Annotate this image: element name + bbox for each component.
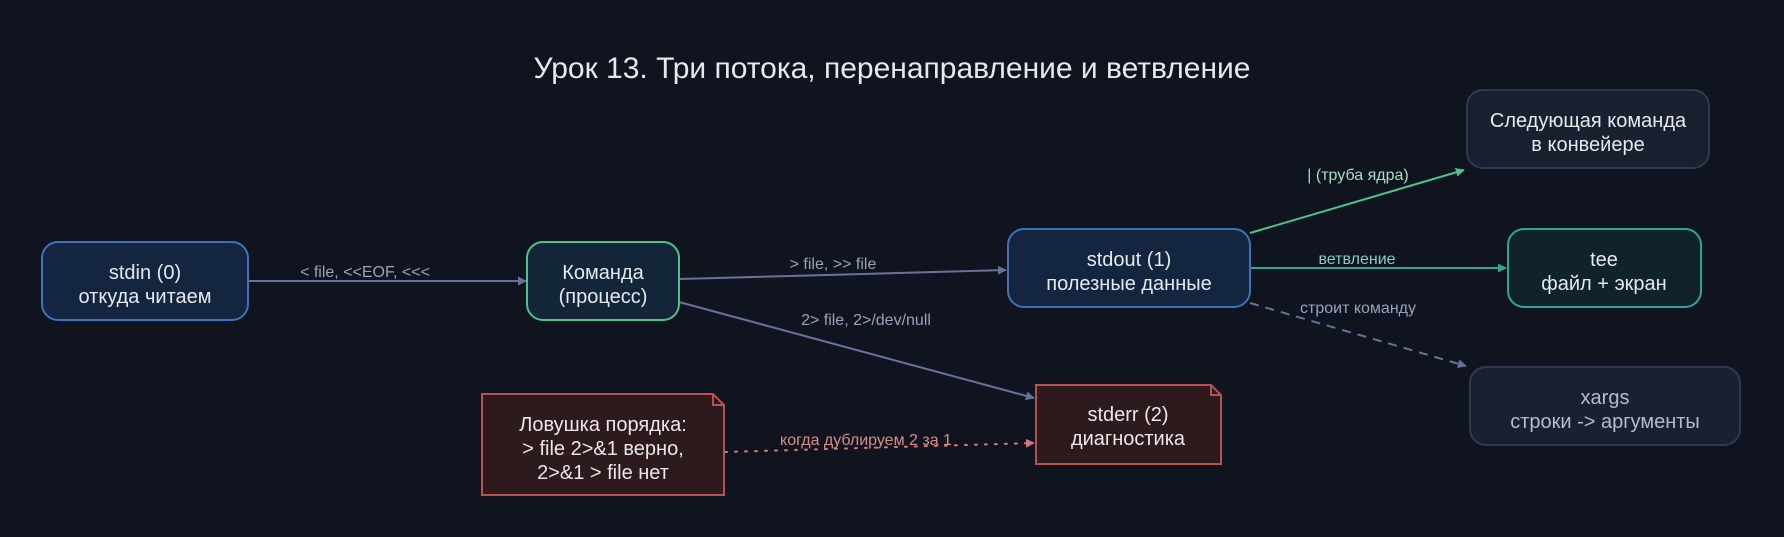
node-command-line2: (процесс) [559,286,648,308]
node-trap-line1: Ловушка порядка: [519,414,687,436]
edge-stdin-command: < file, <<EOF, <<< [248,264,527,286]
node-next-line2: в конвейере [1531,134,1644,156]
edge-label-stdin-command: < file, <<EOF, <<< [300,264,430,281]
node-command: Команда (процесс) [526,241,680,321]
node-trap-line3: 2>&1 > file нет [537,462,669,484]
node-stdin: stdin (0) откуда читаем [41,241,249,321]
note-box [481,393,725,496]
edge-line [1249,167,1465,234]
node-stdin-line2: откуда читаем [78,286,211,308]
node-tee-line1: tee [1590,249,1618,271]
node-stderr-line2: диагностика [1071,428,1186,450]
node-next-line1: Следующая команда [1490,110,1687,132]
node-box [526,241,680,321]
node-order-trap-note: Ловушка порядка: > file 2>&1 верно, 2>&1… [481,393,725,496]
node-next-command: Следующая команда в конвейере [1466,89,1710,169]
note-fold [1210,385,1221,396]
edge-command-stderr: 2> file, 2>/dev/null [678,301,1035,401]
note-fold [712,394,724,406]
edge-label-command-stderr: 2> file, 2>/dev/null [801,312,931,329]
node-xargs-line2: строки -> аргументы [1510,411,1700,433]
node-stdout-line1: stdout (1) [1087,249,1171,271]
node-command-line1: Команда [562,262,644,284]
node-stderr-line1: stderr (2) [1087,404,1168,426]
node-xargs-line1: xargs [1581,387,1630,409]
note-box [1035,384,1222,465]
edge-line [724,438,1035,453]
edge-label-stdout-tee: ветвление [1318,251,1395,268]
node-box [1469,366,1741,446]
edge-trap-stderr: когда дублируем 2 за 1 [724,432,1035,453]
edge-line [678,265,1007,280]
edge-label-trap-stderr: когда дублируем 2 за 1 [780,432,952,449]
edge-stdout-tee: ветвление [1250,251,1507,273]
node-stdin-line1: stdin (0) [109,262,181,284]
edge-stdout-xargs: строит команду [1249,300,1467,369]
node-xargs: xargs строки -> аргументы [1469,366,1741,446]
edge-label-stdout-xargs: строит команду [1300,300,1416,317]
node-stdout-line2: полезные данные [1046,273,1212,295]
edge-label-command-stdout: > file, >> file [790,256,877,273]
node-tee: tee файл + экран [1507,228,1702,308]
edge-stdout-next: | (труба ядра) [1249,167,1465,234]
node-box [41,241,249,321]
node-box [1007,228,1251,308]
node-tee-line2: файл + экран [1541,273,1666,295]
node-box [1466,89,1710,169]
node-trap-line2: > file 2>&1 верно, [522,438,684,460]
node-stderr: stderr (2) диагностика [1035,384,1222,465]
node-stdout: stdout (1) полезные данные [1007,228,1251,308]
edge-line [1249,302,1467,369]
edge-label-stdout-next: | (труба ядра) [1307,167,1408,184]
edge-command-stdout: > file, >> file [678,256,1007,280]
edge-line [678,301,1035,401]
node-box [1507,228,1702,308]
diagram-title: Урок 13. Три потока, перенаправление и в… [533,52,1250,85]
